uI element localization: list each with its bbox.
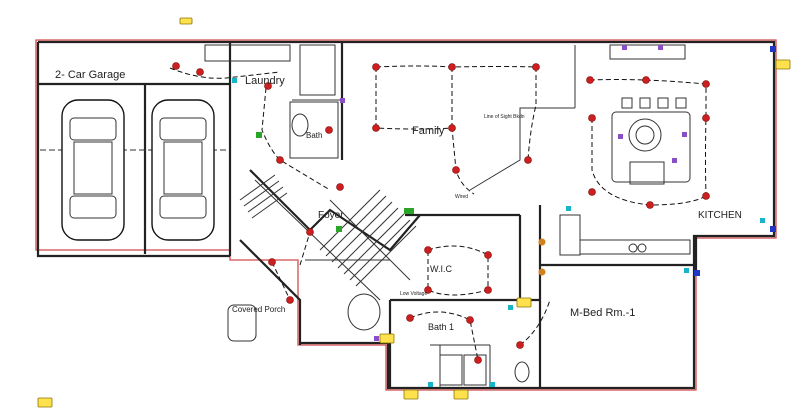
light-fixture bbox=[484, 251, 492, 259]
light-fixture bbox=[532, 63, 540, 71]
kitchen-furniture bbox=[559, 44, 691, 256]
light-fixture bbox=[466, 316, 474, 324]
family-note-label: Line of Sight Bkdn bbox=[484, 114, 525, 120]
room-label-family: Family bbox=[412, 125, 445, 137]
light-fixtures bbox=[172, 62, 710, 364]
switch-marker bbox=[232, 78, 237, 83]
switch-marker bbox=[336, 226, 342, 232]
outlet-marker bbox=[340, 98, 345, 103]
light-fixture bbox=[588, 188, 596, 196]
room-label-foyer: Foyer bbox=[318, 210, 344, 221]
light-fixture bbox=[452, 166, 460, 174]
switch-marker bbox=[256, 132, 262, 138]
walls bbox=[36, 40, 776, 390]
light-fixture bbox=[586, 76, 594, 84]
switch-marker bbox=[508, 305, 513, 310]
note-icon[interactable] bbox=[379, 333, 395, 344]
light-fixture bbox=[702, 114, 710, 122]
light-fixture bbox=[588, 114, 596, 122]
light-fixture bbox=[172, 62, 180, 70]
light-fixture bbox=[372, 63, 380, 71]
garage-cars bbox=[61, 99, 215, 241]
light-fixture bbox=[306, 228, 314, 236]
light-fixture bbox=[516, 341, 524, 349]
outlet-marker bbox=[618, 134, 623, 139]
switch-marker bbox=[404, 208, 414, 214]
outlet-marker bbox=[538, 268, 546, 276]
light-fixture bbox=[372, 124, 380, 132]
light-fixture bbox=[448, 63, 456, 71]
panel-marker bbox=[770, 46, 776, 52]
light-fixture bbox=[276, 156, 284, 164]
note-icon[interactable] bbox=[775, 59, 791, 70]
switch-marker bbox=[428, 382, 433, 387]
light-fixture bbox=[702, 80, 710, 88]
note-icon[interactable] bbox=[179, 17, 193, 25]
light-fixture bbox=[474, 356, 482, 364]
switch-marker bbox=[490, 382, 495, 387]
room-label-wic: W.I.C bbox=[430, 264, 452, 274]
room-label-garage: 2- Car Garage bbox=[55, 69, 125, 81]
switch-marker bbox=[684, 268, 689, 273]
light-fixture bbox=[424, 286, 432, 294]
light-fixture bbox=[642, 76, 650, 84]
outlet-marker bbox=[538, 238, 546, 246]
wired-label: Wired bbox=[455, 194, 468, 200]
room-label-laundry: Laundry bbox=[245, 75, 285, 87]
stairs bbox=[239, 174, 417, 287]
low-voltage-label: Low Voltage bbox=[400, 291, 427, 297]
room-label-master-bed: M-Bed Rm.-1 bbox=[570, 307, 635, 319]
note-icon[interactable] bbox=[453, 389, 469, 400]
note-icon[interactable] bbox=[403, 389, 419, 400]
annotation-notes bbox=[37, 17, 791, 408]
outlet-marker bbox=[672, 158, 677, 163]
room-label-kitchen: KITCHEN bbox=[698, 210, 742, 221]
note-icon[interactable] bbox=[516, 297, 532, 308]
outlet-marker bbox=[682, 132, 687, 137]
outlet-marker bbox=[658, 45, 663, 50]
light-fixture bbox=[646, 201, 654, 209]
light-fixture bbox=[406, 314, 414, 322]
light-fixture bbox=[702, 192, 710, 200]
device-markers bbox=[232, 45, 776, 387]
light-fixture bbox=[424, 246, 432, 254]
light-fixture bbox=[286, 296, 294, 304]
light-fixture bbox=[268, 258, 276, 266]
room-label-bath1: Bath 1 bbox=[428, 322, 454, 332]
panel-marker bbox=[694, 270, 700, 276]
light-fixture bbox=[336, 183, 344, 191]
switch-marker bbox=[760, 218, 765, 223]
note-icon[interactable] bbox=[37, 397, 53, 408]
panel-marker bbox=[770, 226, 776, 232]
switch-marker bbox=[566, 206, 571, 211]
outlet-marker bbox=[374, 336, 379, 341]
fixtures bbox=[204, 44, 530, 386]
outlet-marker bbox=[622, 45, 627, 50]
light-fixture bbox=[524, 156, 532, 164]
room-label-bath: Bath bbox=[306, 131, 322, 140]
light-fixture bbox=[484, 286, 492, 294]
room-label-covered-porch: Covered Porch bbox=[232, 305, 285, 314]
light-fixture bbox=[325, 126, 333, 134]
light-fixture bbox=[448, 124, 456, 132]
light-fixture bbox=[196, 68, 204, 76]
light-fixture bbox=[264, 82, 272, 90]
